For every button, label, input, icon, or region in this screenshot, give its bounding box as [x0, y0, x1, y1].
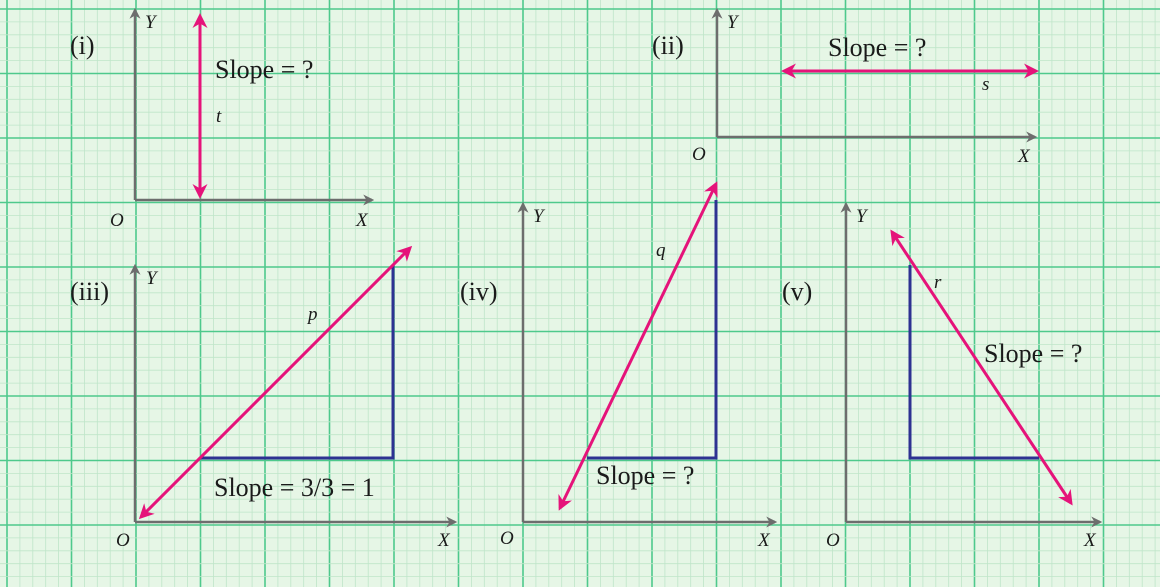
panel-ii: O X Y (ii) Slope = ? s — [652, 7, 1039, 167]
panel-label: (iii) — [70, 277, 109, 306]
line-name-p: p — [306, 304, 318, 325]
slope-text: Slope = ? — [984, 339, 1082, 368]
line-name-r: r — [934, 272, 942, 293]
origin-label: O — [110, 210, 124, 231]
x-axis-label: X — [1017, 146, 1031, 167]
panel-label: (iv) — [460, 277, 498, 306]
origin-label: O — [692, 144, 706, 165]
panel-label: (i) — [70, 31, 95, 60]
x-axis-label: X — [757, 530, 771, 551]
panel-iv: O X Y (iv) Slope = ? q — [460, 181, 778, 551]
slope-text: Slope = ? — [828, 33, 926, 62]
line-name-t: t — [216, 106, 222, 127]
panel-label: (v) — [782, 277, 812, 306]
x-axis-label: X — [355, 210, 369, 231]
origin-label: O — [500, 528, 514, 549]
slope-text: Slope = ? — [596, 461, 694, 490]
y-axis-label: Y — [533, 206, 546, 227]
y-axis-label: Y — [856, 206, 869, 227]
origin-label: O — [116, 530, 130, 551]
x-axis-label: X — [437, 530, 451, 551]
y-axis-label: Y — [145, 12, 158, 33]
x-axis-label: X — [1083, 530, 1097, 551]
panel-label: (ii) — [652, 31, 684, 60]
slope-text: Slope = 3/3 = 1 — [214, 473, 375, 502]
slope-text: Slope = ? — [215, 55, 313, 84]
line-name-q: q — [656, 240, 666, 261]
panel-iii: O X Y (iii) Slope = 3/3 = 1 p — [70, 245, 458, 551]
origin-label: O — [826, 530, 840, 551]
line-p — [138, 245, 413, 520]
panel-v: O X Y (v) Slope = ? r — [782, 201, 1103, 551]
y-axis-label: Y — [727, 12, 740, 33]
line-q — [558, 181, 718, 511]
line-r — [890, 229, 1073, 506]
panel-i: O X Y (i) Slope = ? t — [70, 7, 375, 231]
line-name-s: s — [982, 74, 989, 95]
